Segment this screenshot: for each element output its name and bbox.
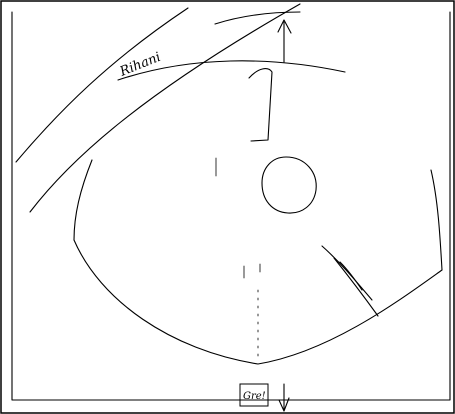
bracket-mark bbox=[249, 69, 272, 141]
diagonal-stroke-2 bbox=[334, 258, 378, 316]
central-circle bbox=[262, 157, 316, 213]
diagonal-stroke-1 bbox=[322, 246, 372, 300]
bottom-lens-curve bbox=[74, 240, 442, 364]
top-scribble bbox=[215, 12, 300, 24]
diagonal-line-lower bbox=[30, 4, 300, 212]
left-contour bbox=[74, 160, 92, 240]
upper-label: Rihani bbox=[117, 50, 163, 80]
diagonal-line-upper bbox=[16, 8, 188, 162]
bottom-label-text: Gre! bbox=[243, 391, 266, 402]
right-contour bbox=[431, 170, 442, 270]
